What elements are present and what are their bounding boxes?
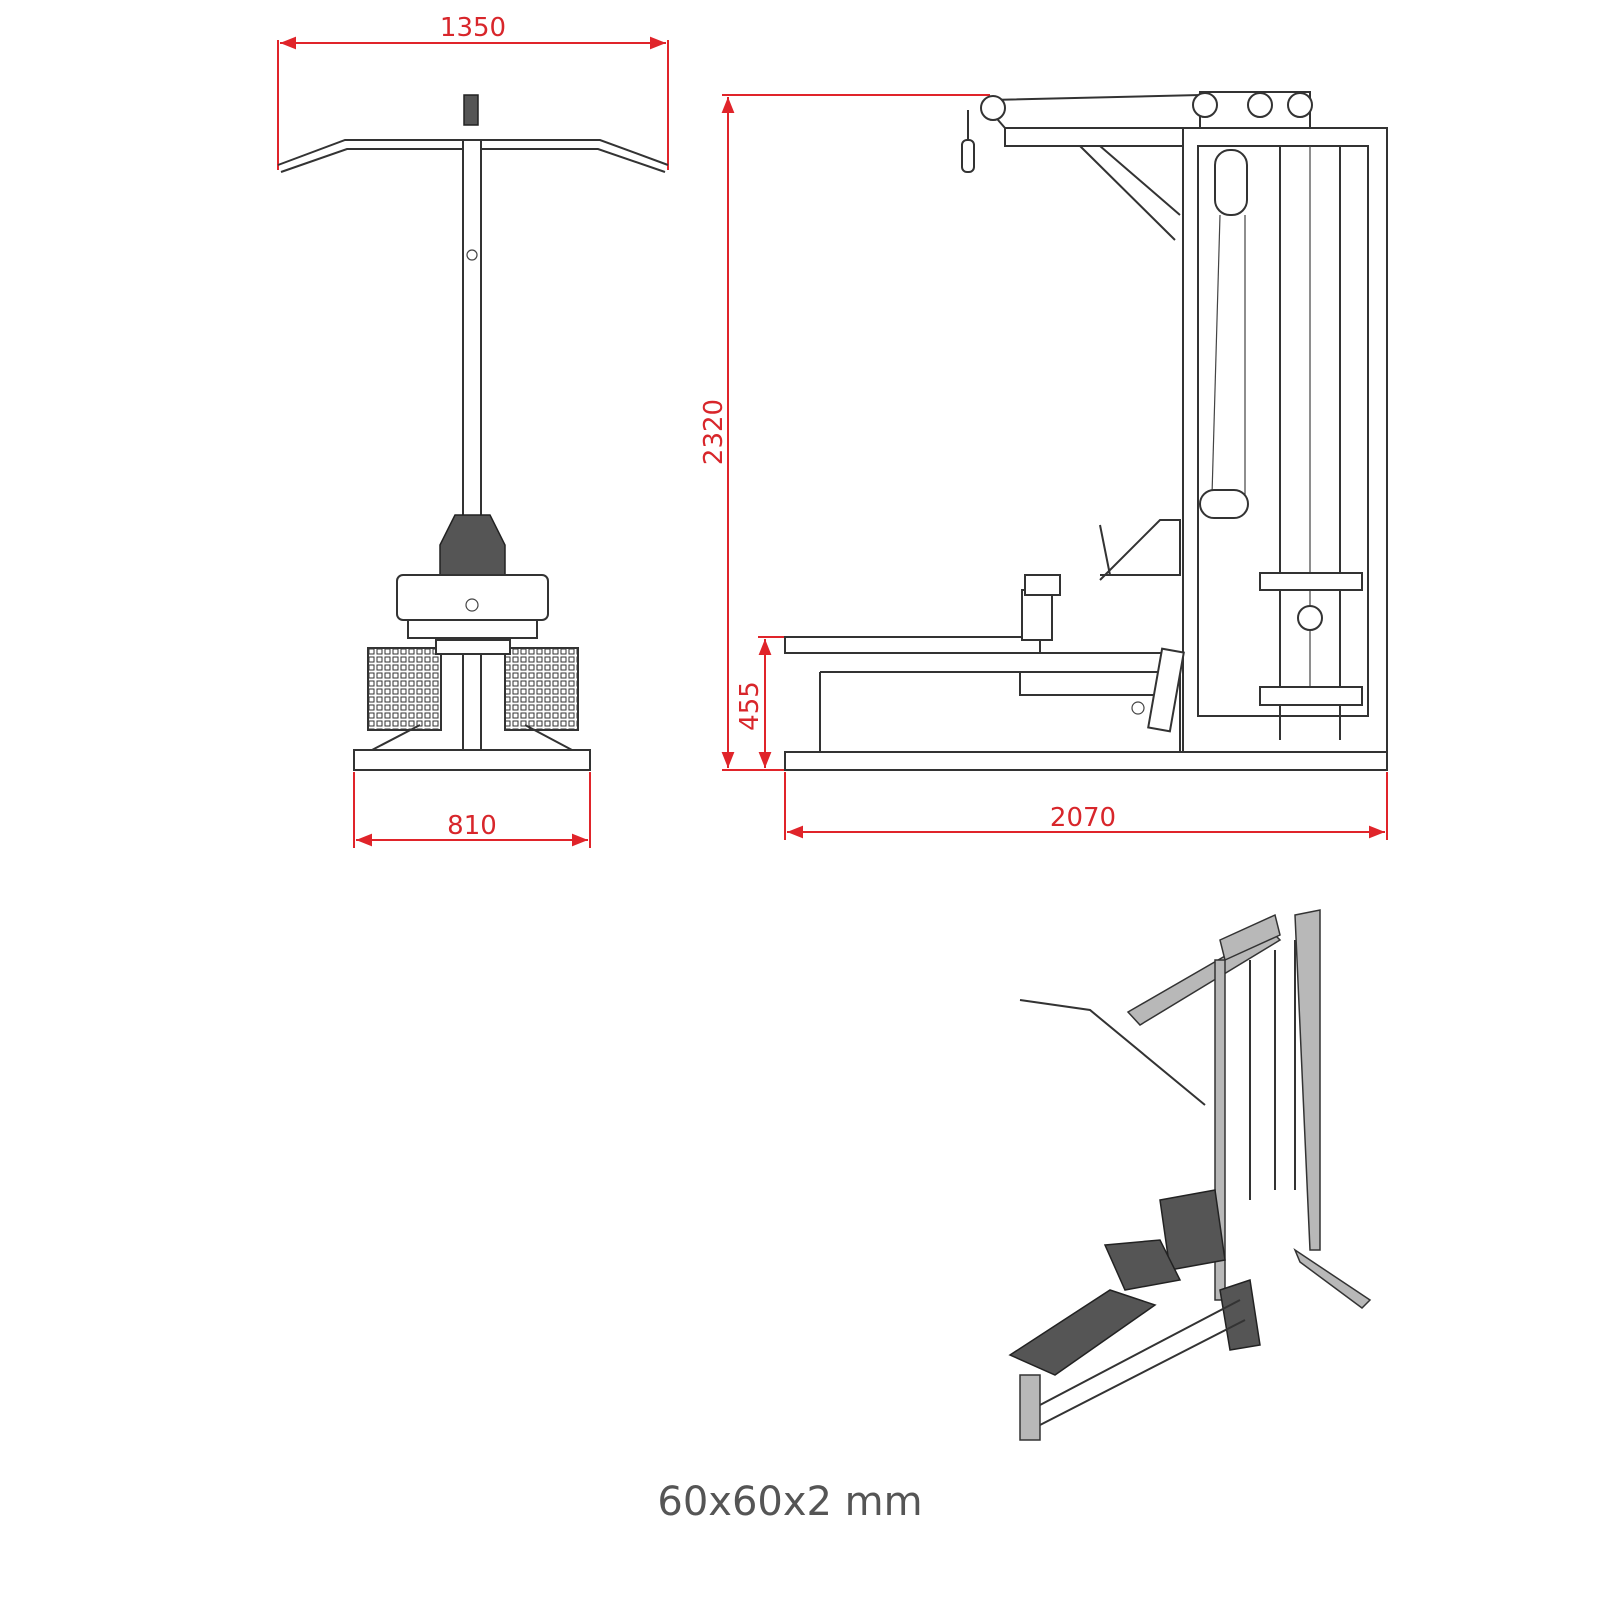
side-seat-and-base xyxy=(784,519,1388,771)
dimension-label-2320: 2320 xyxy=(699,399,729,465)
dimension-width-top: 1350 xyxy=(277,13,669,170)
side-frame xyxy=(961,91,1388,771)
dimension-label-2070: 2070 xyxy=(1050,803,1116,833)
dimension-length: 2070 xyxy=(784,772,1388,840)
dimension-width-base: 810 xyxy=(353,772,591,848)
front-seat xyxy=(396,514,549,639)
front-view: 1350 810 xyxy=(277,13,669,848)
front-column xyxy=(462,139,482,771)
dimension-label-810: 810 xyxy=(447,811,497,841)
isometric-view xyxy=(1008,909,1372,1441)
dimension-height: 2320 xyxy=(699,94,990,771)
dimension-label-455: 455 xyxy=(735,681,765,731)
side-view: 2320 455 2070 xyxy=(699,91,1388,840)
dimension-label-1350: 1350 xyxy=(440,13,506,43)
dimension-seat-height: 455 xyxy=(735,636,790,768)
front-foot-pads xyxy=(367,639,579,731)
front-base xyxy=(353,724,591,771)
material-spec-caption: 60x60x2 mm xyxy=(657,1479,922,1525)
